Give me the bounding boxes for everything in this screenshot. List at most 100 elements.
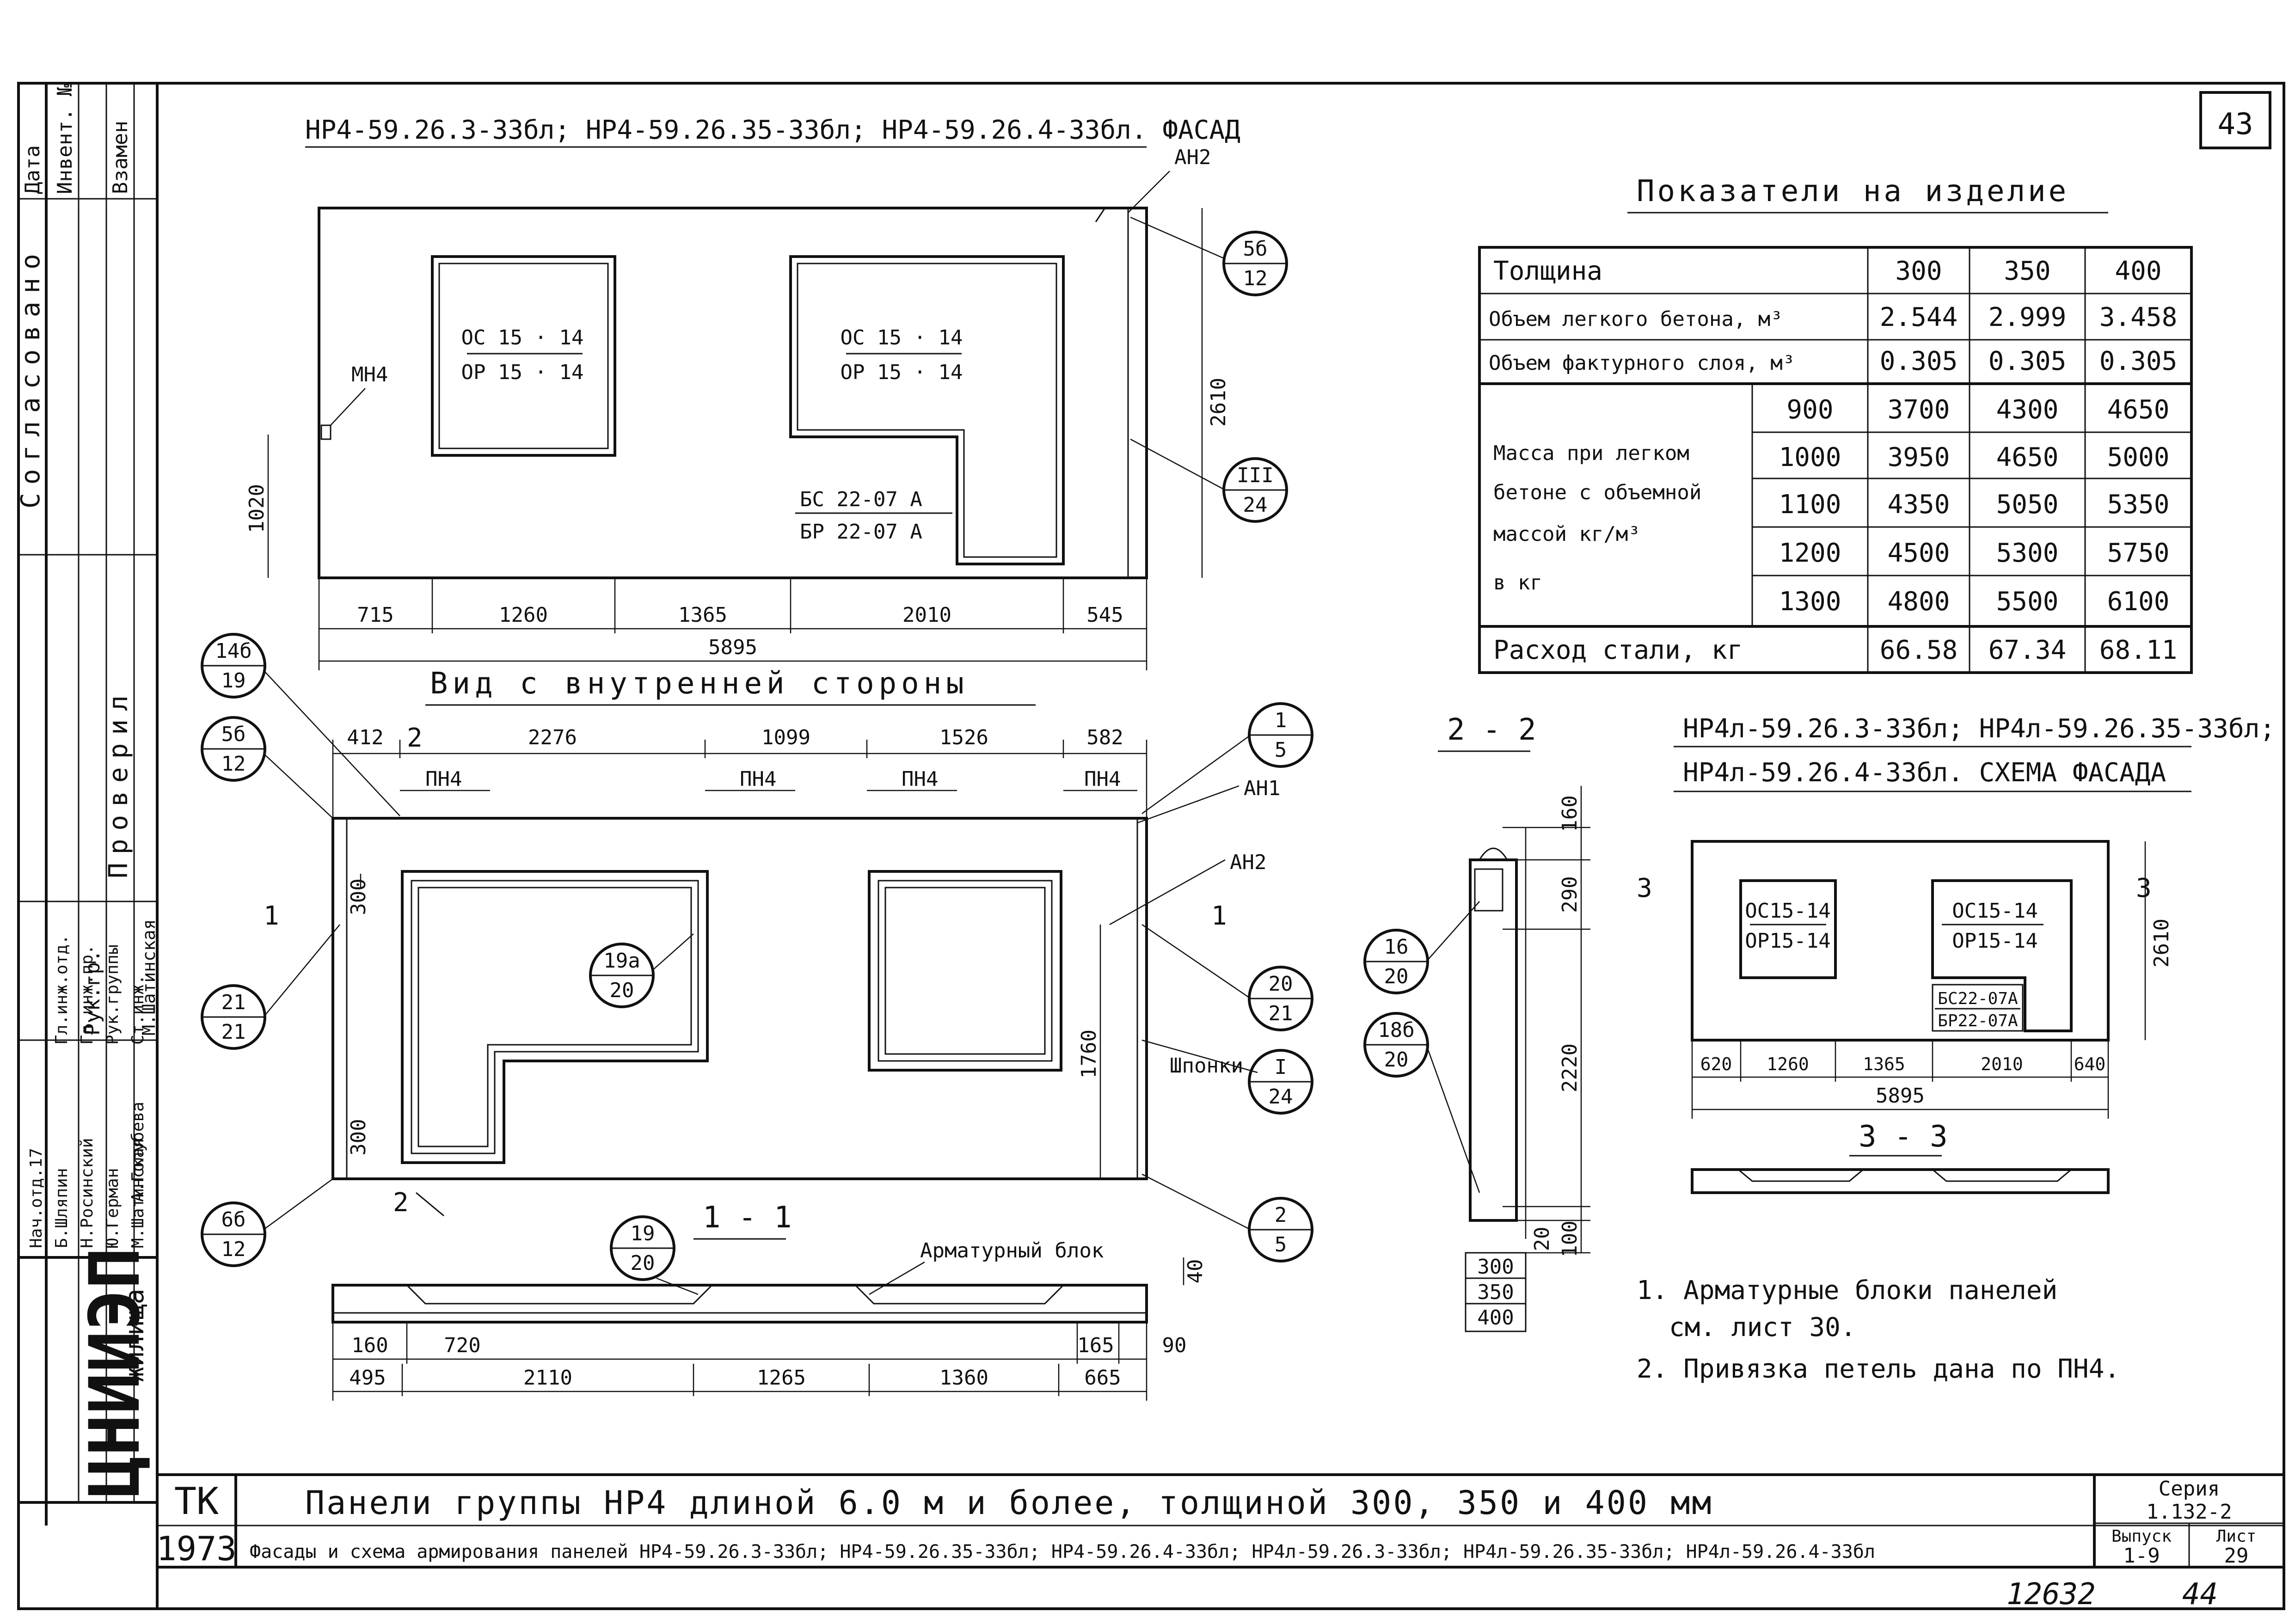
svg-text:20: 20: [1384, 965, 1409, 988]
inner-window-door: [401, 870, 709, 1164]
stamp-issue: 1-9: [2123, 1544, 2160, 1568]
svg-text:14б: 14б: [215, 639, 252, 663]
facade-dim-4: 545: [1086, 603, 1123, 627]
svg-text:4650: 4650: [2107, 395, 2170, 425]
table-facing-2: 0.305: [2099, 346, 2178, 376]
svg-text:1100: 1100: [1779, 490, 1841, 520]
table-steel-label: Расход стали, кг: [1493, 635, 1743, 665]
svg-text:5750: 5750: [2107, 538, 2170, 568]
inner-ah2: АН2: [1230, 851, 1266, 874]
inner-callout-14b: 14б 19: [201, 633, 400, 816]
section11-dim-bottom-0: 495: [349, 1366, 386, 1390]
inner-dim-4: 582: [1086, 726, 1123, 749]
scheme-dim-0: 620: [1700, 1054, 1732, 1074]
svg-text:1200: 1200: [1779, 538, 1841, 568]
sidebar: Дата Инвент. № Взамен Согласовано Провер…: [16, 83, 159, 1526]
sidebar-inventory: Инвент. №: [53, 84, 77, 194]
section11-dim-bottom-4: 665: [1084, 1366, 1121, 1390]
sidebar-check-role: Рук.гр.: [81, 950, 104, 1036]
svg-text:5б: 5б: [221, 723, 246, 746]
section22-dim-2: 2220: [1558, 1043, 1582, 1092]
svg-text:12: 12: [221, 752, 246, 776]
facade-w1-top: ОС 15 · 14: [461, 326, 584, 349]
svg-text:21: 21: [221, 1020, 246, 1044]
sidebar-role-0: Нач.отд.17: [27, 1148, 46, 1248]
inner-callout-1: 1 5: [1141, 702, 1313, 815]
svg-text:19: 19: [221, 669, 246, 692]
section22-dim-3: 20: [1530, 1227, 1554, 1251]
facade-ah2: АН2: [1174, 146, 1211, 169]
scheme-section-title: 3 - 3: [1859, 1120, 1948, 1154]
svg-text:I: I: [1275, 1055, 1287, 1079]
stamp-series: 1.132-2: [2146, 1500, 2232, 1524]
facade-callout-5b-top: 5б: [1243, 237, 1268, 261]
svg-text:20: 20: [1384, 1048, 1409, 1072]
inner-callout-2021: 20 21: [1141, 924, 1313, 1031]
svg-text:1300: 1300: [1779, 587, 1841, 617]
bottom-handwritten-number: 12632: [2007, 1577, 2096, 1612]
scheme-w1-top: ОС15-14: [1745, 899, 1830, 923]
section22-callout-18b: 18б 20: [1363, 1012, 1480, 1193]
table-facing-0: 0.305: [1880, 346, 1958, 376]
svg-text:5: 5: [1275, 738, 1287, 762]
inner-dim-2: 1099: [761, 726, 810, 749]
svg-text:5000: 5000: [2107, 442, 2170, 472]
scheme-panel: [1691, 840, 2110, 1042]
section11-dim-40: 40: [1184, 1259, 1207, 1284]
facade-dim-height: 2610: [1207, 378, 1230, 427]
sidebar-role-3: Рук.группы: [103, 944, 122, 1045]
table-light-1: 2.999: [1988, 302, 2067, 332]
sidebar-soglasovano: Согласовано: [16, 245, 46, 509]
svg-text:4650: 4650: [1996, 442, 2059, 472]
table-mass-row-1: 1000 3950 4650 5000: [1779, 442, 2170, 472]
table-steel-1: 67.34: [1988, 635, 2067, 665]
inner-view: Вид с внутренней стороны 412 2276 1099 1…: [201, 633, 1313, 1267]
sidebar-name-0: Б.Шляпин: [52, 1168, 71, 1248]
inner-callout-19a: 19а 20: [589, 933, 694, 1008]
outer-frame: [17, 82, 2285, 1610]
table-thickness-label: Толщина: [1493, 256, 1602, 286]
section22-thick-1: 350: [1477, 1281, 1514, 1304]
title-stamp: ТК 1973 Панели группы НР4 длиной 6.0 м и…: [156, 1473, 2284, 1569]
table-mass-label-3: массой кг/м³: [1493, 522, 1640, 546]
sidebar-name-4: А.Голубева: [129, 1102, 147, 1202]
scheme-sec3-right: 3: [2136, 873, 2152, 903]
section11-dim-bottom-1: 2110: [523, 1366, 572, 1390]
table-facing-label: Объем фактурного слоя, м³: [1489, 351, 1795, 375]
scheme-dim-2: 1365: [1863, 1054, 1905, 1074]
inner-panel: [331, 817, 1148, 1180]
facade-title: НР4-59.26.3-33бл; НР4-59.26.35-33бл; НР4…: [305, 115, 1240, 145]
scheme-dim-3: 2010: [1981, 1054, 2023, 1074]
facade-callout-iii: [1222, 457, 1288, 523]
parameters-table: Показатели на изделие Толщина 300 350 40…: [1478, 174, 2193, 674]
svg-text:4500: 4500: [1888, 538, 1950, 568]
inner-dim-1760: 1760: [1077, 1030, 1101, 1079]
facade-callout-5b-bottom: 12: [1243, 267, 1268, 290]
section22-thick-2: 400: [1477, 1306, 1514, 1330]
svg-text:5: 5: [1275, 1233, 1287, 1256]
inner-sec2-bottom: 2: [393, 1188, 409, 1218]
table-title: Показатели на изделие: [1637, 174, 2069, 208]
scheme-w2-top: ОС15-14: [1952, 899, 2037, 923]
inner-callout-25: 2 5: [1141, 1173, 1313, 1262]
section22-profile: [1469, 858, 1518, 1222]
inner-callout-6b: 6б 12: [201, 1178, 333, 1267]
svg-text:4800: 4800: [1888, 587, 1950, 617]
facade-door-bottom: БР 22-07 А: [800, 520, 922, 544]
inner-pnch-2: ПН4: [902, 767, 938, 791]
section-1-1: 1 - 1 Арматурный блок 19 20 40 160 720 1…: [331, 1201, 1207, 1401]
svg-text:4300: 4300: [1996, 395, 2059, 425]
scheme-dim-total: 5895: [1876, 1084, 1925, 1108]
section22-dim-4: 100: [1558, 1220, 1582, 1257]
table-steel-0: 66.58: [1880, 635, 1958, 665]
inner-ah1: АН1: [1244, 777, 1280, 800]
facade-window-door: [789, 255, 1065, 565]
svg-text:3700: 3700: [1888, 395, 1950, 425]
table-mass-label-4: в кг: [1493, 571, 1542, 594]
inner-dim-3: 1526: [939, 726, 988, 749]
org-name: ЦНИИЭП: [75, 1247, 155, 1498]
sidebar-date: Дата: [21, 145, 44, 194]
notes: 1. Арматурные блоки панелей см. лист 30.…: [1637, 1275, 2120, 1384]
svg-text:19: 19: [631, 1222, 655, 1245]
section11-dim-top-1: 720: [444, 1334, 480, 1357]
